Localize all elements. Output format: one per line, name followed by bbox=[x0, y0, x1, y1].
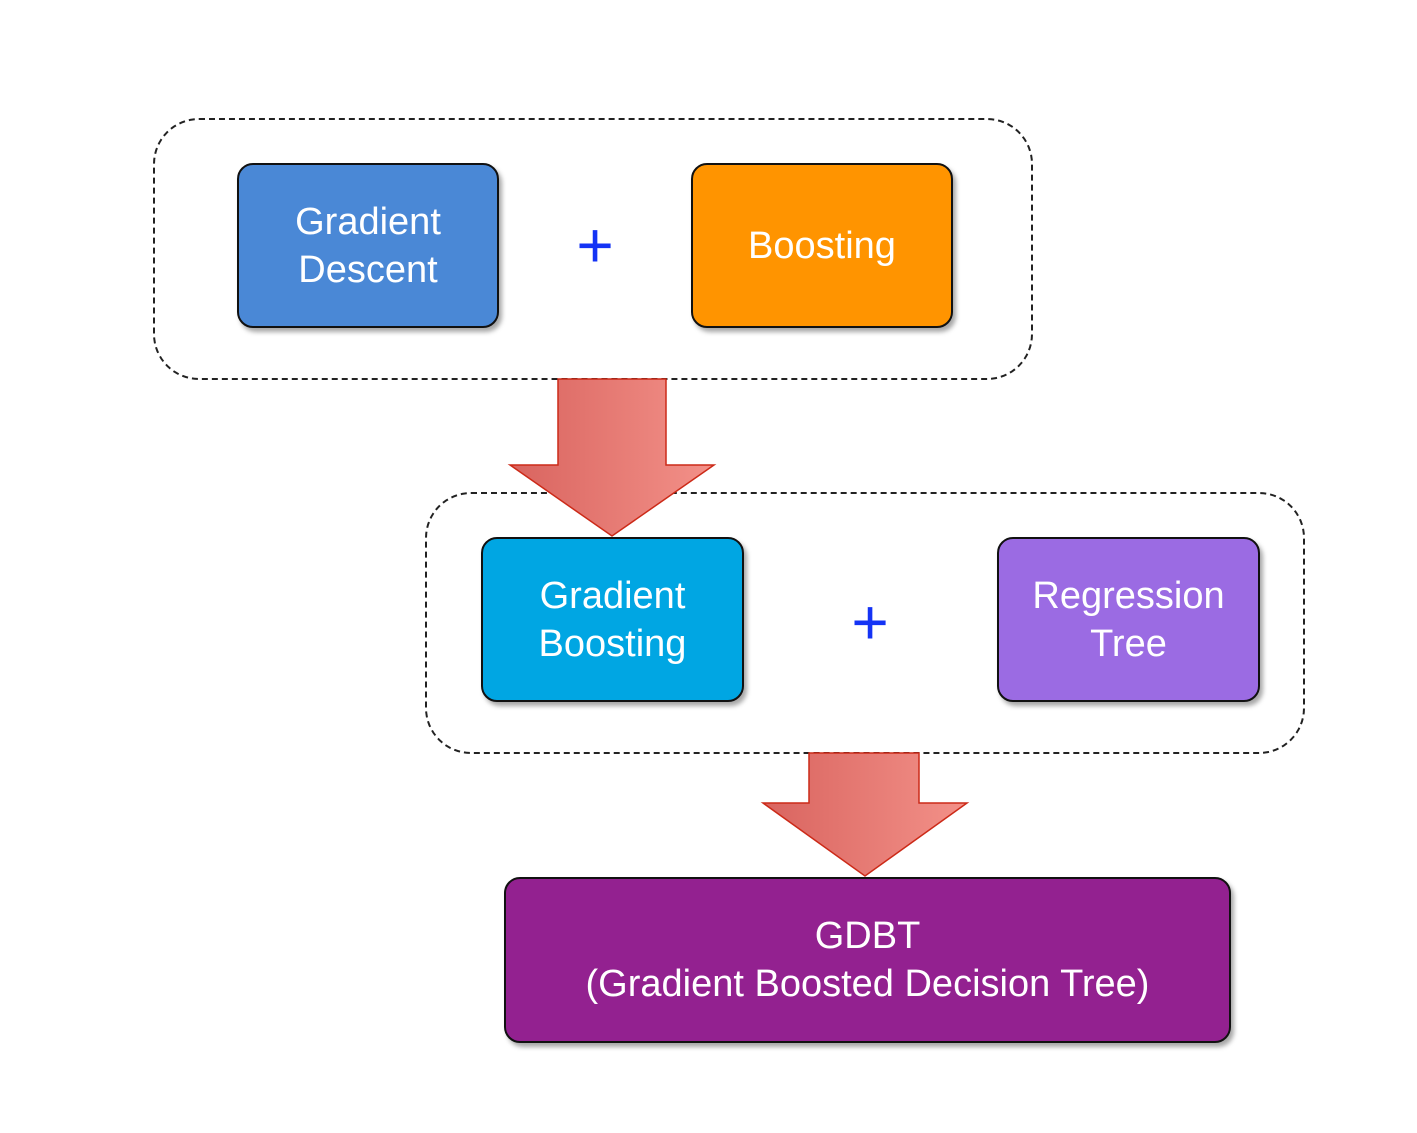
boosting-box: Boosting bbox=[691, 163, 953, 328]
down-arrow-icon-1 bbox=[507, 378, 717, 537]
gradient-boosting-box: Gradient Boosting bbox=[481, 537, 744, 702]
down-arrow-icon-2 bbox=[760, 752, 970, 877]
gradient-descent-box: Gradient Descent bbox=[237, 163, 499, 328]
boosting-label: Boosting bbox=[748, 224, 896, 267]
plus-operator-top: + bbox=[576, 209, 614, 281]
gradient-descent-label-line2: Descent bbox=[298, 248, 438, 291]
gdbt-subtitle: (Gradient Boosted Decision Tree) bbox=[585, 963, 1150, 1005]
plus-operator-middle: + bbox=[851, 586, 889, 658]
gradient-boosting-label-line2: Boosting bbox=[538, 622, 687, 665]
regression-tree-box: Regression Tree bbox=[997, 537, 1260, 702]
gradient-descent-label-line1: Gradient bbox=[295, 200, 441, 243]
regression-tree-label-line1: Regression bbox=[1032, 574, 1225, 617]
regression-tree-label-line2: Tree bbox=[1090, 622, 1167, 665]
gdbt-title: GDBT bbox=[814, 915, 921, 957]
gradient-boosting-label-line1: Gradient bbox=[539, 574, 686, 617]
gdbt-result-box: GDBT (Gradient Boosted Decision Tree) bbox=[504, 877, 1231, 1043]
